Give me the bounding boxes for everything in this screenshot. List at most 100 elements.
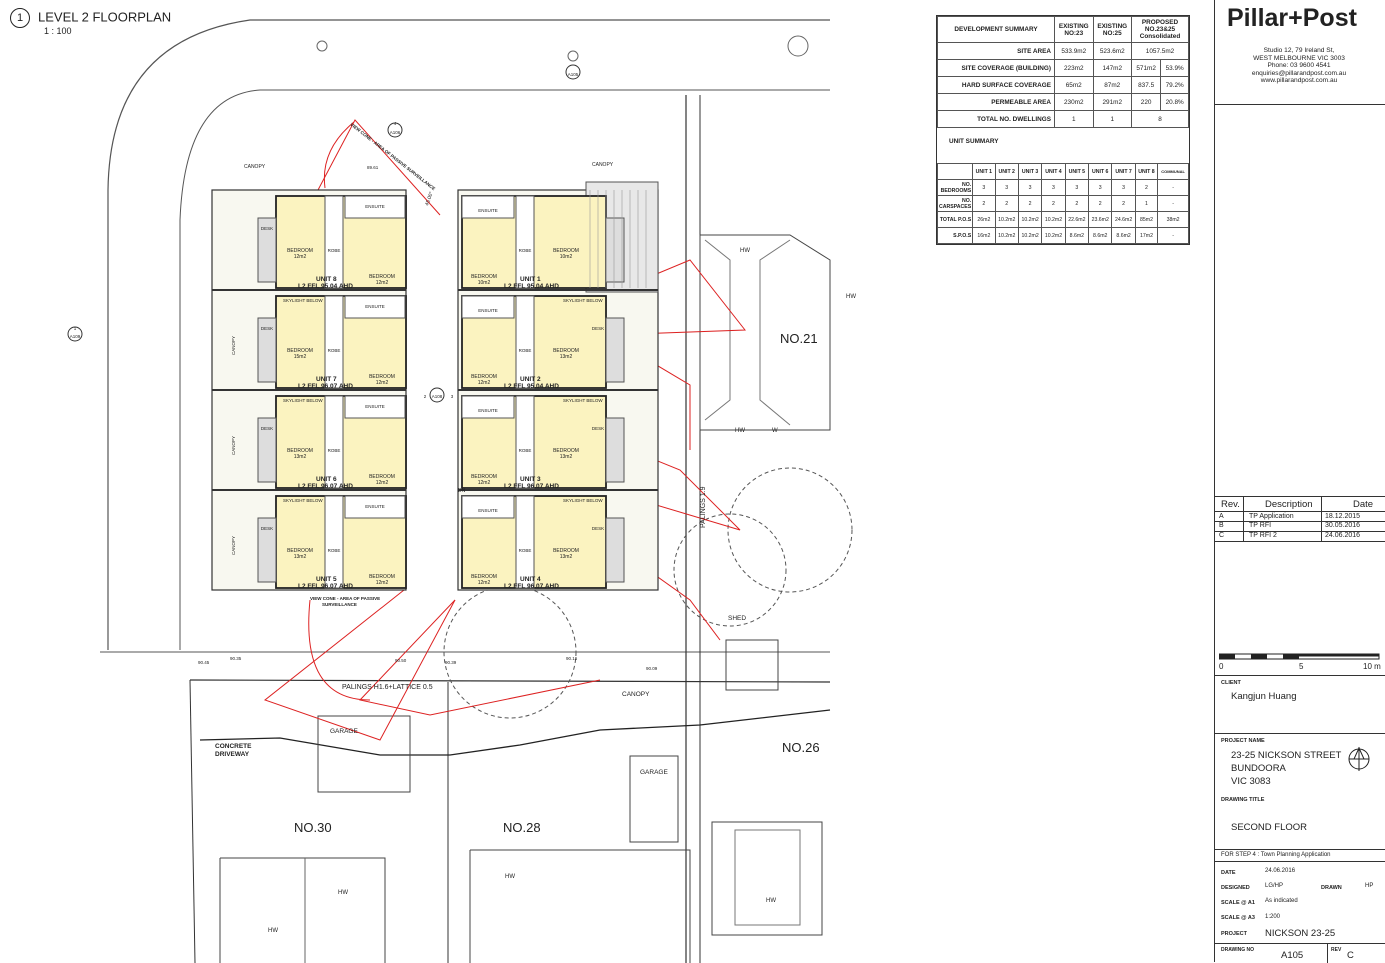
unit-label: UNIT 6 <box>316 476 337 483</box>
robe-label: ROBE <box>328 348 341 353</box>
room-label: BEDROOM <box>369 474 395 480</box>
divider <box>1215 511 1385 512</box>
ensuite-label: ENSUITE <box>478 208 498 213</box>
rev-label: REV <box>1331 947 1342 953</box>
room-area: 12m2 <box>294 254 307 260</box>
desk-label: DESK <box>592 326 604 331</box>
practice-address: Studio 12, 79 Ireland St, WEST MELBOURNE… <box>1251 47 1347 84</box>
unit-label: UNIT 8 <box>316 276 337 283</box>
ensuite-label: ENSUITE <box>365 304 385 309</box>
divider <box>1215 496 1385 497</box>
ensuite-label: ENSUITE <box>365 404 385 409</box>
robe-label: ROBE <box>519 548 532 553</box>
unit-summary-table: UNIT 1 UNIT 2 UNIT 3 UNIT 4 UNIT 5 UNIT … <box>936 163 1189 244</box>
section-ref-number: 2 <box>424 394 427 399</box>
unit-col-header: UNIT 4 <box>1041 163 1066 180</box>
section-ref: A108 <box>432 394 443 399</box>
canopy-label: CANOPY <box>622 691 650 698</box>
street-kerb-inner <box>179 89 830 650</box>
shed-outline <box>725 639 779 691</box>
section-ref-number: 3 <box>451 394 454 399</box>
project-name-line: 23-25 NICKSON STREET <box>1231 750 1342 761</box>
hw-label: HW <box>338 890 348 896</box>
revision-rev: A <box>1219 513 1224 520</box>
revision-date: 30.05.2016 <box>1325 522 1361 529</box>
view-number: 1 <box>10 8 30 28</box>
revision-description: TP RFI 2 <box>1249 532 1277 539</box>
spot-level: 90.09 <box>646 666 658 671</box>
canopy-label: CANOPY <box>231 336 236 355</box>
section-ref: A106 <box>390 130 401 135</box>
divider <box>1321 497 1322 542</box>
room-label: BEDROOM <box>471 374 497 380</box>
divider <box>1215 733 1385 734</box>
spot-level: 90.39 <box>445 660 457 665</box>
hw-label: HW <box>846 294 856 300</box>
revision-description: TP Application <box>1249 513 1294 520</box>
neighbour-no21-roof <box>704 239 791 426</box>
unit-col-header: UNIT 8 <box>1134 163 1159 180</box>
room-area: 13m2 <box>294 554 307 560</box>
deck-hatch <box>589 190 647 288</box>
project-label: PROJECT <box>1221 931 1247 937</box>
room-area: 15m2 <box>294 354 307 360</box>
desk-label: DESK <box>592 526 604 531</box>
room-area: 13m2 <box>294 454 307 460</box>
hw-label: HW <box>740 248 750 254</box>
divider <box>1215 104 1385 105</box>
room-label: BEDROOM <box>553 448 579 454</box>
drawing-title: SECOND FLOOR <box>1231 822 1308 833</box>
scale-a1-value: As indicated <box>1265 898 1298 904</box>
room-label: BEDROOM <box>369 274 395 280</box>
devsum-row: HARD SURFACE COVERAGE 65m2 87m2 837.5 79… <box>937 76 1189 94</box>
ffl-label: L2 FFL 96.07 AHD <box>298 583 353 590</box>
project-code: NICKSON 23-25 <box>1265 928 1336 939</box>
development-summary-table: DEVELOPMENT SUMMARY EXISTING NO:23 EXIST… <box>937 16 1189 128</box>
unit-label: UNIT 5 <box>316 576 337 583</box>
building-west <box>211 189 407 591</box>
canopy-label: CANOPY <box>231 536 236 555</box>
canopy-label: CANOPY <box>244 164 266 170</box>
drawn-by: HP <box>1365 883 1374 889</box>
room-label: BEDROOM <box>471 274 497 280</box>
room-area: 13m2 <box>560 454 573 460</box>
revision-description: TP RFI <box>1249 522 1272 529</box>
room-label: BEDROOM <box>471 574 497 580</box>
garage-outline <box>317 715 411 793</box>
date-col-header: Date <box>1353 499 1374 510</box>
client-label: CLIENT <box>1221 680 1241 686</box>
room-area: 10m2 <box>478 280 491 286</box>
unit-col-header: UNIT 1 <box>972 163 996 180</box>
room-label: BEDROOM <box>553 548 579 554</box>
rear-boundary <box>189 679 831 683</box>
stair-dn-label: DN <box>458 488 466 494</box>
unit-col-header: UNIT 2 <box>994 163 1019 180</box>
room-area: 13m2 <box>560 554 573 560</box>
unit-label: UNIT 2 <box>520 376 541 383</box>
canopy-label: CANOPY <box>592 162 614 168</box>
scale-a3-label: SCALE @ A3 <box>1221 915 1255 921</box>
street-kerb-outer <box>107 19 830 650</box>
room-label: BEDROOM <box>287 548 313 554</box>
section-ref-number: 1 <box>74 326 77 331</box>
fence-line <box>199 709 831 756</box>
garage-label: GARAGE <box>640 769 668 776</box>
drawing-no-label: DRAWING NO <box>1221 947 1255 953</box>
spot-level: 90.50 <box>395 658 407 663</box>
divider <box>1215 861 1385 862</box>
room-label: BEDROOM <box>287 248 313 254</box>
drawing-title-label: DRAWING TITLE <box>1221 797 1265 803</box>
lot-boundary <box>189 679 196 963</box>
skylight-label: SKYLIGHT BELOW <box>283 398 323 403</box>
tree-marker <box>567 50 579 62</box>
skylight-label: SKYLIGHT BELOW <box>563 398 603 403</box>
room-label: BEDROOM <box>553 248 579 254</box>
skylight-label: SKYLIGHT BELOW <box>563 298 603 303</box>
ffl-label: L2 FFL 96.07 AHD <box>504 583 559 590</box>
unit-label: UNIT 7 <box>316 376 337 383</box>
garage-label: GARAGE <box>330 728 358 735</box>
spot-level: 90.35 <box>230 656 242 661</box>
ensuite-label: ENSUITE <box>365 504 385 509</box>
robe-label: ROBE <box>519 248 532 253</box>
section-ref: A109 <box>70 334 81 339</box>
